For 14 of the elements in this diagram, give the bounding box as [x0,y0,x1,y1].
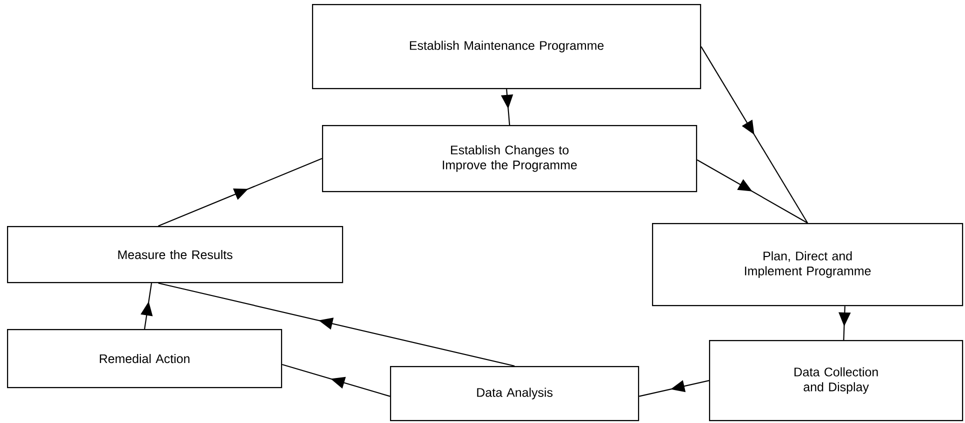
process-box: Establish Changes to Improve the Programme [322,125,698,192]
arrow [158,282,515,367]
process-box: Data Collection and Display [709,340,964,422]
arrow [700,46,808,224]
process-box: Data Analysis [390,366,640,422]
process-box: Remedial Action [7,329,282,388]
arrow [838,306,851,340]
arrow [696,159,808,224]
arrow [158,158,322,227]
process-box: Establish Maintenance Programme [312,4,702,90]
process-box: Plan, Direct and Implement Programme [652,223,964,306]
process-box: Measure the Results [7,226,344,284]
arrow [282,364,390,397]
arrow [638,380,710,397]
